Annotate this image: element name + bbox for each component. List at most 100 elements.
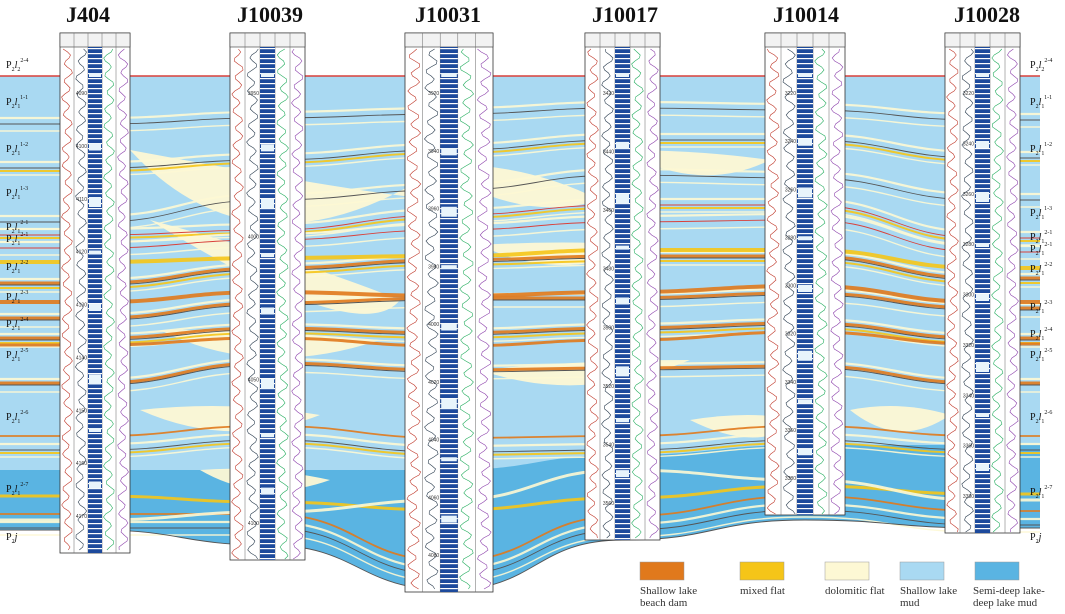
legend-swatch bbox=[974, 561, 1020, 581]
well-header bbox=[764, 32, 846, 48]
log-curve bbox=[646, 48, 659, 539]
depth-label: 3320 bbox=[785, 332, 796, 338]
depth-label: 3280 bbox=[785, 235, 796, 241]
lithology-gap bbox=[616, 245, 629, 250]
lithology-gap bbox=[261, 307, 274, 315]
depth-label: 4080 bbox=[428, 553, 439, 559]
lithology-column bbox=[88, 47, 102, 553]
lithology-gap bbox=[261, 198, 274, 209]
depth-label: 4120 bbox=[76, 250, 87, 256]
log-curve bbox=[586, 48, 599, 539]
layer-label-left: P2l12-1 bbox=[6, 232, 28, 247]
lithology-column bbox=[615, 47, 630, 540]
dolomitic-strand bbox=[0, 357, 1040, 381]
layer-label-left: P2l12-1 bbox=[6, 220, 28, 235]
lithology-gap bbox=[616, 470, 629, 478]
layer-label-left: P2l11-1 bbox=[6, 95, 28, 110]
well-j10031: 392039403960398040004020404040604080J100… bbox=[404, 2, 494, 593]
above-top-fill bbox=[0, 0, 1065, 76]
well-logs: 409041004110412041304140415041604170J404… bbox=[59, 2, 1021, 593]
depth-label: 4110 bbox=[76, 197, 87, 203]
layer-label-right: P2l12-1 bbox=[1030, 230, 1052, 245]
layer-label-left: P2l11-3 bbox=[6, 186, 28, 201]
legend-item-deep: Semi-deep lake-deep lake mud bbox=[973, 561, 1045, 609]
lithology-gap bbox=[616, 418, 629, 423]
lithology-gap bbox=[441, 148, 457, 156]
layer-label-right: P2l12-2 bbox=[1030, 262, 1052, 277]
depth-label: 3360 bbox=[963, 444, 974, 450]
beach-dam-strand bbox=[0, 361, 1040, 385]
depth-label: 3360 bbox=[785, 428, 796, 434]
layer-label-right: P2l11-3 bbox=[1030, 206, 1052, 221]
lithology-gap bbox=[261, 73, 274, 77]
lithology-gap bbox=[261, 253, 274, 258]
lithology-gap bbox=[798, 399, 812, 404]
depth-label: 3240 bbox=[785, 139, 796, 145]
beach-dam-strand bbox=[0, 495, 1040, 562]
layer-label-right: P2l11-2 bbox=[1030, 142, 1052, 157]
log-curve bbox=[61, 48, 73, 551]
log-curve bbox=[1006, 48, 1019, 532]
dolomitic-band bbox=[0, 468, 1040, 522]
legend-label: mixed flat bbox=[740, 585, 785, 597]
beach-dam-strand bbox=[0, 321, 1040, 340]
legend-label: deep lake mud bbox=[973, 597, 1038, 609]
lithology-column bbox=[797, 47, 813, 515]
layer-label-right: P2l11-1 bbox=[1030, 95, 1052, 110]
depth-label: 3380 bbox=[785, 476, 796, 482]
lithology-gap bbox=[441, 265, 457, 270]
dolomitic-strand bbox=[0, 432, 1040, 448]
layer-label-left: P2l12-3 bbox=[6, 290, 28, 305]
depth-label: 3480 bbox=[603, 267, 614, 273]
depth-label: 4170 bbox=[76, 514, 87, 520]
horizon-line bbox=[0, 294, 1040, 321]
horizon-line bbox=[0, 174, 1040, 223]
well-j10028: 322032403260328033003320334033603380J100… bbox=[944, 2, 1021, 534]
depth-label: 3260 bbox=[963, 192, 974, 198]
layer-label-left: P2l12-2 bbox=[6, 260, 28, 275]
horizon-line bbox=[0, 257, 1040, 286]
mixed-flat-strand bbox=[0, 441, 1040, 457]
layer-label-right: P2j bbox=[1030, 532, 1042, 545]
dolomitic-strand bbox=[0, 100, 1040, 120]
log-curve bbox=[423, 48, 439, 590]
dolomitic-strand bbox=[0, 264, 1040, 293]
layer-label-left: P2j bbox=[6, 532, 18, 545]
depth-label: 4160 bbox=[76, 461, 87, 467]
depth-label: 3340 bbox=[963, 393, 974, 399]
horizon-line bbox=[0, 439, 1040, 453]
legend-swatch bbox=[739, 561, 785, 581]
dolomitic-lens bbox=[850, 406, 950, 432]
dolomitic-strand bbox=[0, 114, 1040, 132]
lithology-gap bbox=[616, 366, 629, 377]
depth-label: 4100 bbox=[76, 144, 87, 150]
lithology-gap bbox=[798, 448, 812, 456]
legend-item-mixed: mixed flat bbox=[739, 561, 785, 597]
dolomitic-strand bbox=[0, 197, 1040, 234]
dolomitic-strand bbox=[0, 167, 1040, 218]
beach-dam-strand bbox=[0, 291, 1040, 320]
well-title: J10031 bbox=[415, 2, 481, 27]
log-curve bbox=[231, 48, 244, 560]
lithology-gap bbox=[976, 413, 989, 417]
depth-label: 3540 bbox=[603, 442, 614, 448]
horizon-line bbox=[0, 509, 1040, 576]
dolomitic-strand bbox=[0, 502, 1040, 571]
dolomitic-strand bbox=[0, 516, 1040, 583]
well-title: J10014 bbox=[773, 2, 839, 27]
depth-label: 3460 bbox=[603, 208, 614, 214]
log-curve bbox=[766, 48, 780, 515]
legend-label: beach dam bbox=[640, 597, 688, 609]
lithology-column bbox=[440, 47, 458, 592]
lithology-gap bbox=[798, 138, 812, 146]
lithology-column bbox=[260, 47, 275, 560]
layer-label-right: P2l22-4 bbox=[1030, 58, 1052, 73]
horizon-line bbox=[0, 219, 1040, 253]
log-curve bbox=[631, 48, 644, 539]
lithology-gap bbox=[89, 73, 101, 77]
dolomitic-strand bbox=[0, 317, 1040, 336]
beach-dam-strand bbox=[0, 425, 1040, 439]
